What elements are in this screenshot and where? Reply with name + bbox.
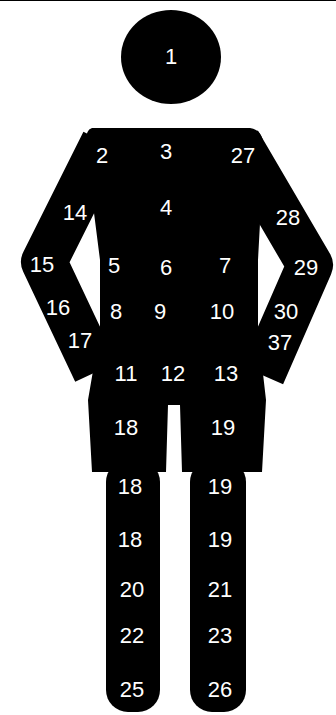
callout-number: 23 (208, 625, 232, 647)
callout-number: 15 (30, 254, 54, 276)
callout-number: 37 (268, 332, 292, 354)
callout-number: 13 (214, 363, 238, 385)
top-rule (0, 0, 336, 1)
head (121, 10, 221, 104)
callout-number: 4 (160, 197, 172, 219)
callout-number: 19 (211, 417, 235, 439)
callout-number: 18 (114, 417, 138, 439)
callout-number: 20 (120, 579, 144, 601)
callout-number: 28 (276, 207, 300, 229)
callout-number: 9 (154, 301, 166, 323)
callout-number: 25 (120, 679, 144, 701)
callout-number: 18 (118, 476, 142, 498)
callout-number: 22 (120, 625, 144, 647)
callout-number: 30 (274, 301, 298, 323)
callout-number: 14 (63, 202, 87, 224)
callout-number: 5 (108, 255, 120, 277)
callout-number: 2 (96, 145, 108, 167)
callout-number: 7 (219, 255, 231, 277)
callout-number: 6 (160, 257, 172, 279)
callout-number: 17 (68, 330, 92, 352)
callout-number: 11 (115, 363, 138, 385)
callout-number: 19 (208, 529, 232, 551)
callout-number: 19 (208, 476, 232, 498)
callout-number: 26 (208, 679, 232, 701)
callout-number: 16 (46, 297, 70, 319)
callout-number: 21 (208, 579, 232, 601)
callout-number: 12 (161, 363, 185, 385)
callout-number: 3 (160, 141, 172, 163)
right-leg (190, 460, 246, 712)
callout-number: 27 (231, 145, 255, 167)
callout-number: 29 (294, 257, 318, 279)
left-leg (106, 460, 160, 712)
callout-number: 18 (118, 529, 142, 551)
callout-number: 8 (110, 301, 122, 323)
callout-number: 1 (165, 46, 177, 68)
callout-number: 10 (210, 301, 234, 323)
